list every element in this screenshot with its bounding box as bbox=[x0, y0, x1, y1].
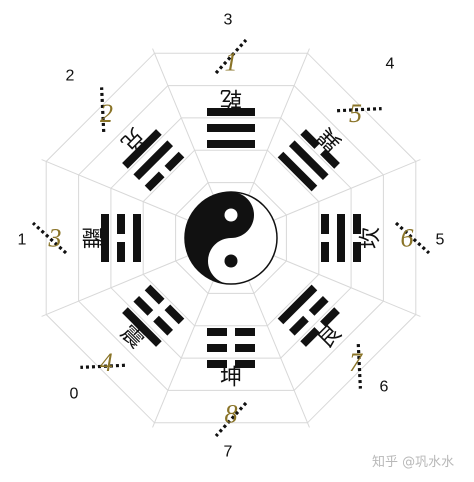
yin-line bbox=[320, 148, 340, 169]
trigram-number: 8 bbox=[225, 400, 238, 429]
yin-line bbox=[320, 307, 340, 328]
yin-line bbox=[300, 129, 321, 149]
yin-line bbox=[321, 214, 329, 234]
yang-line bbox=[122, 307, 162, 347]
yin-line bbox=[153, 315, 174, 336]
trigram-number: 3 bbox=[48, 224, 62, 253]
yin-line bbox=[300, 327, 321, 347]
yin-line bbox=[288, 315, 309, 336]
trigram-dui: 兑22 bbox=[66, 68, 185, 192]
yin-line bbox=[164, 151, 185, 172]
yin-line bbox=[207, 328, 227, 336]
web-spoke bbox=[248, 280, 310, 428]
trigram-name: 巽 bbox=[313, 122, 346, 155]
yin-line bbox=[117, 242, 125, 262]
outer-number: 2 bbox=[66, 68, 75, 85]
yin-line bbox=[144, 284, 165, 305]
trigram-number: 6 bbox=[401, 224, 414, 253]
outer-number: 3 bbox=[224, 12, 233, 29]
web-spoke bbox=[41, 255, 189, 317]
trigram-zhen: 震40 bbox=[70, 284, 185, 403]
dashed-marker bbox=[31, 221, 68, 255]
web-spoke bbox=[41, 159, 189, 221]
outer-number: 6 bbox=[380, 379, 389, 396]
yang-line bbox=[337, 214, 345, 262]
outer-number: 0 bbox=[70, 386, 79, 403]
trigram-lines bbox=[277, 129, 340, 192]
trigram-lines bbox=[277, 284, 340, 347]
dashed-marker bbox=[356, 343, 362, 389]
trigram-name: 艮 bbox=[313, 320, 346, 353]
trigram-name: 乾 bbox=[220, 86, 242, 111]
outer-number: 1 bbox=[18, 232, 27, 249]
outer-number: 7 bbox=[224, 444, 233, 461]
web-spoke bbox=[248, 48, 310, 196]
yang-line bbox=[207, 108, 255, 116]
yang-line bbox=[277, 151, 318, 192]
yin-line bbox=[117, 214, 125, 234]
trigram-lines bbox=[207, 328, 255, 368]
watermark-text: 知乎 @巩水水 bbox=[372, 454, 454, 470]
yin-line bbox=[144, 171, 165, 192]
yin-line bbox=[308, 295, 329, 316]
yang-line bbox=[122, 129, 162, 169]
trigram-lines bbox=[207, 108, 255, 148]
yin-line bbox=[207, 360, 227, 368]
spider-web-background bbox=[41, 48, 421, 428]
trigram-name: 離 bbox=[79, 227, 104, 249]
yin-line bbox=[235, 344, 255, 352]
yang-line bbox=[133, 140, 174, 181]
trigram-number: 7 bbox=[349, 348, 363, 377]
dashed-marker bbox=[214, 38, 248, 75]
yang-line bbox=[133, 214, 141, 262]
trigram-number: 1 bbox=[225, 48, 238, 77]
trigram-lines bbox=[122, 284, 185, 347]
yin-line bbox=[353, 242, 361, 262]
trigram-qian: 乾 1 3 bbox=[207, 12, 255, 148]
trigram-number: 2 bbox=[100, 99, 113, 128]
yin-line bbox=[164, 304, 185, 325]
yin-line bbox=[321, 242, 329, 262]
dashed-marker bbox=[80, 363, 126, 369]
yang-line bbox=[277, 284, 318, 325]
trigram-lines bbox=[321, 214, 361, 262]
yang-line bbox=[207, 140, 255, 148]
yin-line bbox=[235, 328, 255, 336]
trigram-lines bbox=[122, 129, 185, 192]
yang-line bbox=[101, 214, 109, 262]
dashed-marker bbox=[214, 401, 248, 438]
yang-line bbox=[288, 140, 329, 181]
dashed-marker bbox=[394, 221, 431, 255]
dashed-marker bbox=[336, 107, 382, 113]
web-spoke bbox=[273, 255, 421, 317]
trigram-gen: 艮76 bbox=[277, 284, 389, 396]
outer-number: 5 bbox=[436, 232, 445, 249]
yin-line bbox=[235, 360, 255, 368]
trigram-li: 離3 1 bbox=[18, 214, 141, 262]
trigram-name: 坤 bbox=[220, 366, 242, 391]
trigram-kun: 坤 8 7 bbox=[207, 328, 255, 461]
yin-line bbox=[207, 344, 227, 352]
web-spoke bbox=[152, 48, 214, 196]
trigram-number: 5 bbox=[349, 99, 362, 128]
trigram-name: 坎 bbox=[359, 227, 384, 249]
web-spoke bbox=[273, 159, 421, 221]
yin-yang-icon bbox=[184, 191, 278, 285]
outer-number: 4 bbox=[386, 56, 395, 73]
yin-line bbox=[133, 295, 154, 316]
yang-line bbox=[207, 124, 255, 132]
trigram-number: 4 bbox=[100, 348, 113, 377]
yin-line bbox=[353, 214, 361, 234]
dashed-marker bbox=[100, 87, 106, 133]
trigram-lines bbox=[101, 214, 141, 262]
web-spoke bbox=[152, 280, 214, 428]
